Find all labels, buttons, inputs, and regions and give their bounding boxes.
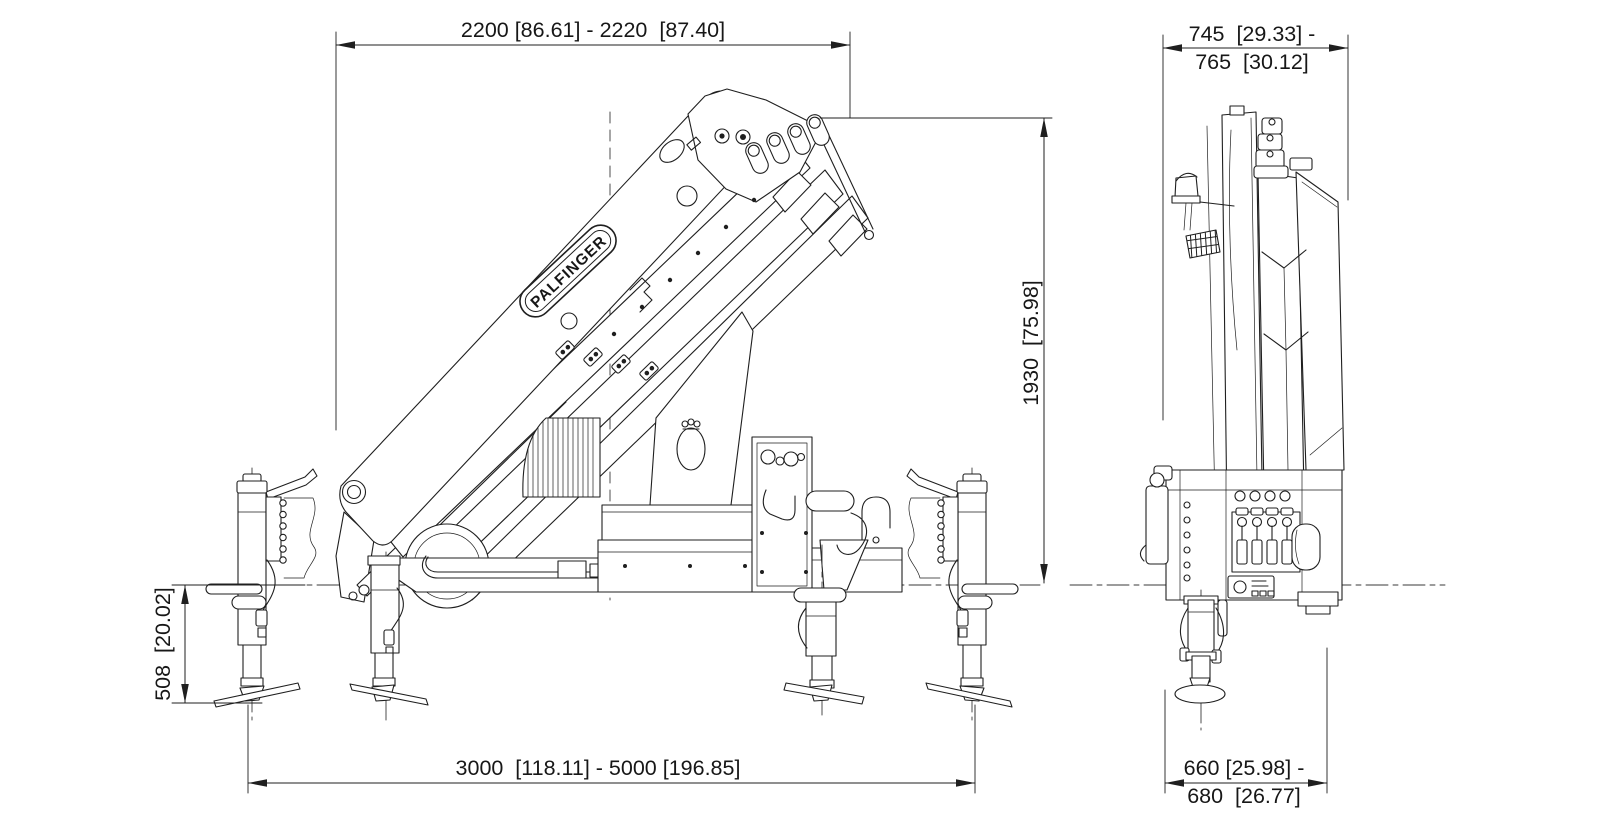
- rear-view: [1069, 105, 1446, 731]
- boom-pivot: [341, 479, 367, 505]
- rivet-dots: [611, 197, 757, 337]
- dim-boom-transport-width: 2200 [86.61] - 2220 [87.40]: [335, 18, 851, 431]
- dim-label-rear-width-2: 765 [30.12]: [1195, 50, 1309, 74]
- dim-label-stabilizer: 508 [20.02]: [151, 587, 175, 701]
- outrigger-leg-inner-left: [349, 551, 429, 721]
- grill-patch: [1185, 229, 1221, 259]
- dim-label-boom-width: 2200 [86.61] - 2220 [87.40]: [461, 18, 725, 42]
- rear-control-panel: [1227, 575, 1275, 599]
- foot-plate: [213, 682, 301, 708]
- dim-label-rear-base-2: 680 [26.77]: [1187, 784, 1301, 808]
- foot-plate: [783, 682, 865, 705]
- rear-outrigger-leg: [1174, 589, 1228, 731]
- rear-base-assembly: [1139, 465, 1343, 615]
- dim-stabilizer-clearance: 508 [20.02]: [151, 584, 306, 704]
- dim-label-rear-base-1: 660 [25.98] -: [1184, 756, 1305, 780]
- side-view: PALFINGER: [205, 88, 1041, 721]
- hose-clamps: [555, 340, 659, 381]
- dim-stabilizer-spread: 3000 [118.11] - 5000 [196.85]: [247, 704, 976, 794]
- dimensions: 2200 [86.61] - 2220 [87.40] 745 [29.33] …: [151, 18, 1349, 808]
- control-valve-box: [751, 436, 868, 593]
- dim-label-rear-width-1: 745 [29.33] -: [1189, 22, 1316, 46]
- outrigger-leg-front-right: [906, 467, 1019, 721]
- dim-label-height: 1930 [75.98]: [1019, 280, 1043, 406]
- dim-rear-base-width: 660 [25.98] - 680 [26.77]: [1164, 647, 1328, 808]
- dim-rear-width: 745 [29.33] - 765 [30.12]: [1162, 22, 1349, 421]
- foot-plate: [349, 683, 429, 706]
- dim-transport-height: 1930 [75.98]: [819, 117, 1053, 584]
- outrigger-leg-inner-right: [783, 544, 865, 721]
- beacon-lamp: [1171, 172, 1235, 231]
- rear-valve-bank: [1231, 507, 1301, 573]
- extension-tip-lugs: [745, 114, 830, 174]
- foot-pad: [1174, 684, 1226, 704]
- foot-plate: [925, 682, 1013, 708]
- rear-pump: [1145, 485, 1169, 565]
- base-frame: [597, 539, 759, 593]
- dim-label-spread: 3000 [118.11] - 5000 [196.85]: [456, 756, 741, 780]
- outrigger-leg-front-left: [205, 467, 318, 721]
- rear-side-plate: [1295, 171, 1345, 471]
